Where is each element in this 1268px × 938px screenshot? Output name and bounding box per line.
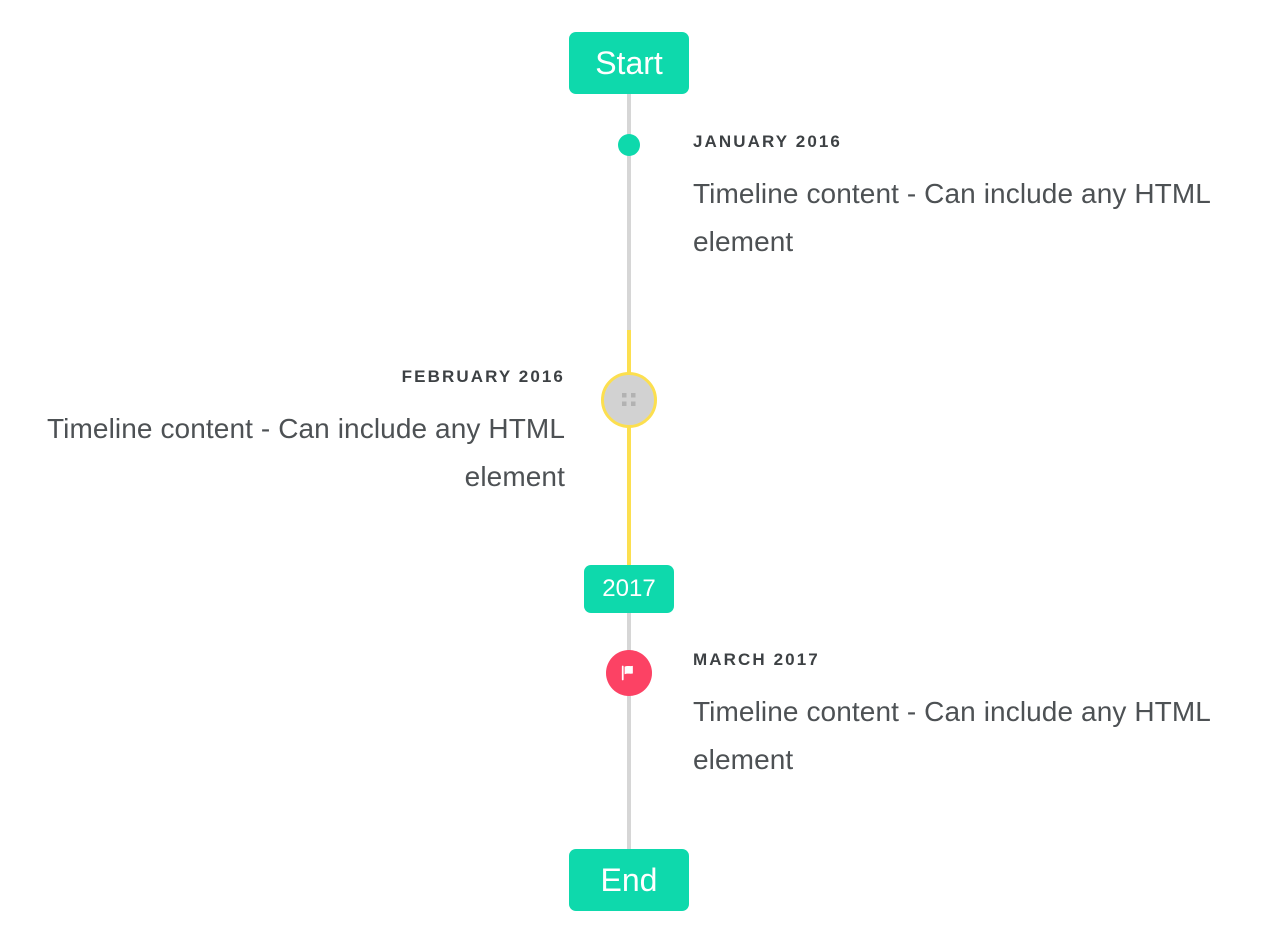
timeline-entry-body: Timeline content - Can include any HTML … bbox=[693, 178, 1210, 258]
timeline-entry-march: MARCH 2017 Timeline content - Can includ… bbox=[693, 649, 1223, 784]
timeline-end-badge[interactable]: End bbox=[569, 849, 689, 911]
timeline-axis-segment-bottom bbox=[627, 613, 631, 849]
timeline-entry-date: FEBRUARY 2016 bbox=[401, 367, 565, 386]
timeline-entry-body: Timeline content - Can include any HTML … bbox=[693, 696, 1210, 776]
timeline-axis-segment-highlight bbox=[627, 330, 631, 565]
timeline-entry-body: Timeline content - Can include any HTML … bbox=[47, 413, 565, 493]
timeline-entry-date: MARCH 2017 bbox=[693, 650, 820, 669]
timeline-entry-february: FEBRUARY 2016 Timeline content - Can inc… bbox=[40, 366, 565, 501]
timeline-entry-january: JANUARY 2016 Timeline content - Can incl… bbox=[693, 131, 1223, 266]
timeline-marker-dot-icon[interactable] bbox=[618, 134, 640, 156]
timeline-marker-flag-icon[interactable] bbox=[606, 650, 652, 696]
timeline-entry-date: JANUARY 2016 bbox=[693, 132, 842, 151]
timeline-year-badge[interactable]: 2017 bbox=[584, 565, 674, 613]
flag-icon bbox=[621, 665, 633, 681]
timeline-marker-broken-image-icon[interactable] bbox=[601, 372, 657, 428]
broken-image-icon bbox=[622, 393, 636, 406]
timeline-start-badge[interactable]: Start bbox=[569, 32, 689, 94]
timeline-axis-segment-top bbox=[627, 94, 631, 330]
